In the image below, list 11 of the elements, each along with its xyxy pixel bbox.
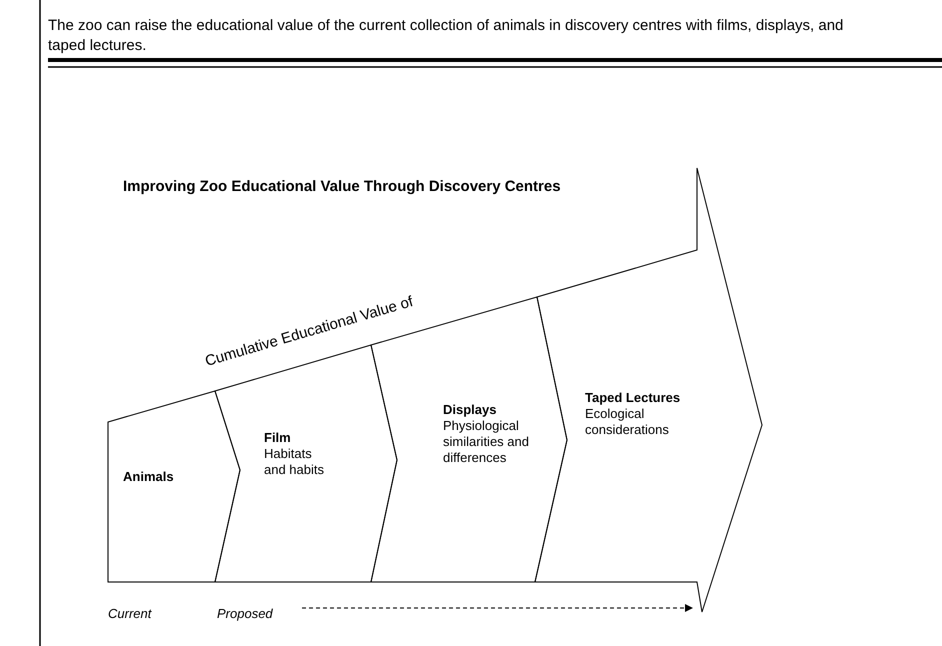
stage-label: Proposed xyxy=(217,606,273,621)
stage-label: Current xyxy=(108,606,152,621)
diagram-title: Improving Zoo Educational Value Through Discovery Centres xyxy=(123,178,561,195)
segment-text: Physiological similarities and differences xyxy=(443,418,530,466)
segment-text: Ecological considerations xyxy=(585,406,670,438)
segment-heading: Animals xyxy=(123,469,175,485)
segment-text: Habitats and habits xyxy=(264,446,324,478)
segment-heading: Taped Lectures xyxy=(585,390,682,406)
segment-heading: Displays xyxy=(443,402,498,418)
intro-text: The zoo can raise the educational value of the current collection of animals in discovery centres with films, displays, and taped lectures. xyxy=(48,16,844,56)
segment-heading: Film xyxy=(264,430,292,446)
